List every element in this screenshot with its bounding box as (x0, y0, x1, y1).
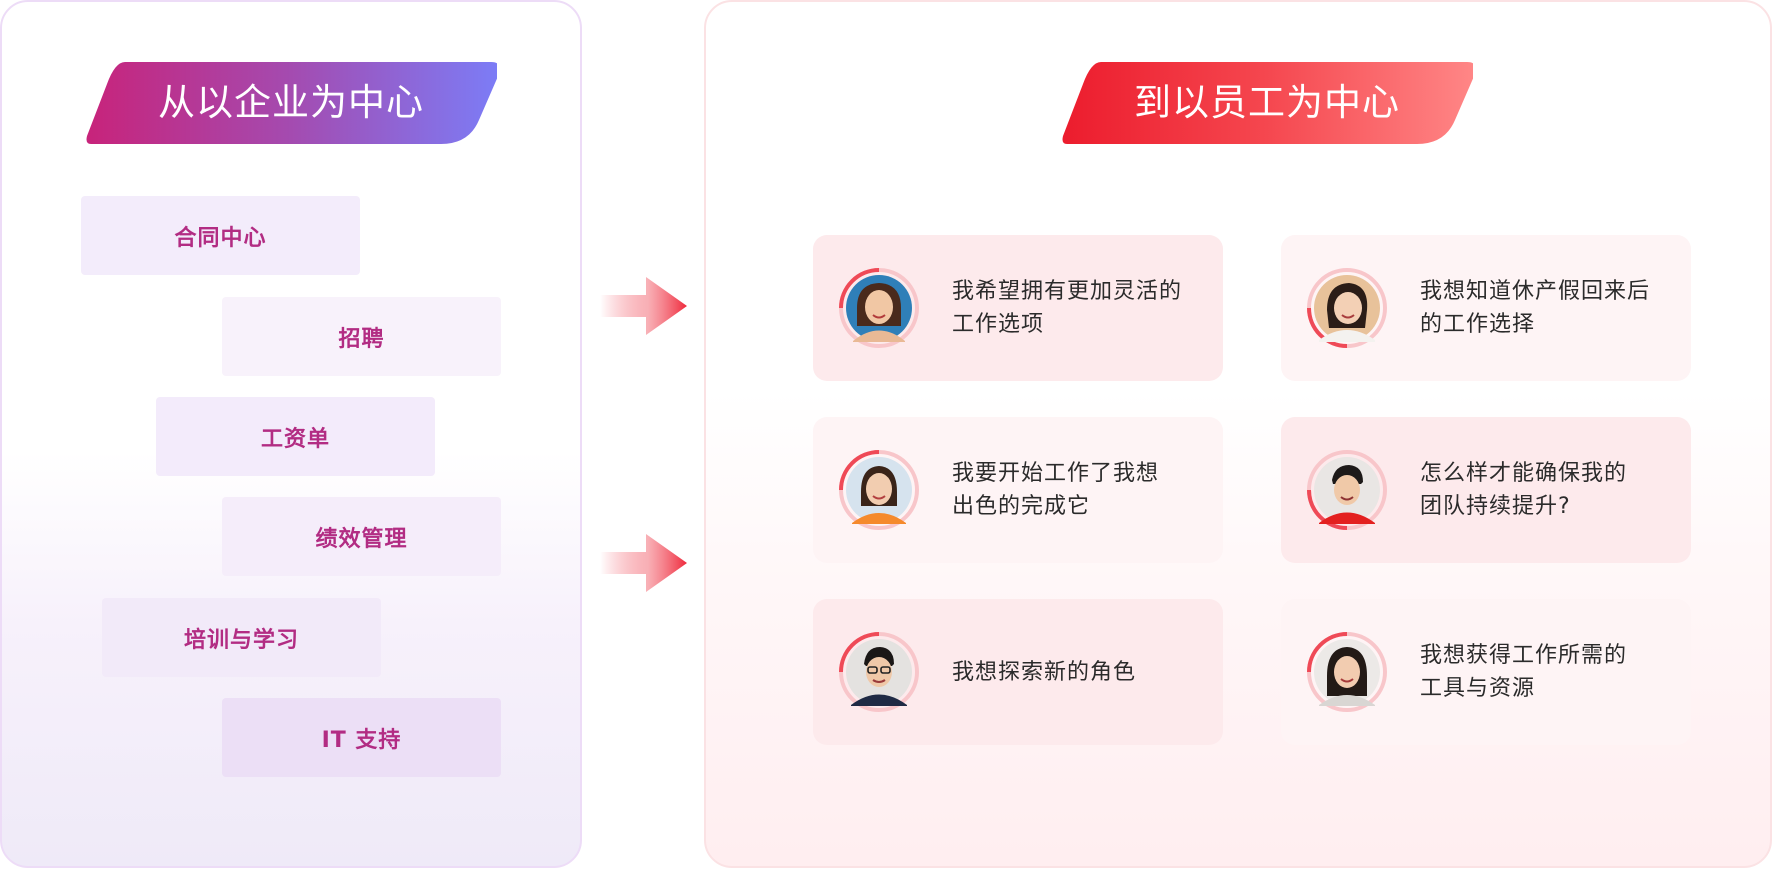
right-arrow-icon (600, 534, 687, 592)
person-avatar-icon (839, 268, 919, 348)
employee-need-text: 我希望拥有更加灵活的 工作选项 (952, 279, 1183, 337)
employee-title-banner (1061, 62, 1473, 144)
person-avatar-icon (839, 450, 919, 530)
function-box-recruitment: 招聘 (222, 297, 501, 376)
person-avatar-icon (839, 632, 919, 712)
employee-need-text: 我想获得工作所需的 工具与资源 (1420, 643, 1628, 701)
function-box-training: 培训与学习 (102, 598, 381, 677)
function-box-it-support: IT 支持 (222, 698, 501, 777)
employee-need-text: 我想探索新的角色 (952, 659, 1137, 685)
person-avatar-icon (1307, 632, 1387, 712)
employee-need-card: 我要开始工作了我想 出色的完成它 (813, 417, 1223, 563)
function-box-performance: 绩效管理 (222, 497, 501, 576)
function-box-contract-center: 合同中心 (81, 196, 360, 275)
function-box-payroll: 工资单 (156, 397, 435, 476)
employee-need-text: 我想知道休产假回来后 的工作选择 (1420, 279, 1651, 337)
right-arrow-icon (600, 277, 687, 335)
employee-need-card: 我想探索新的角色 (813, 599, 1223, 745)
employee-need-card: 我想获得工作所需的 工具与资源 (1281, 599, 1691, 745)
enterprise-title-banner (85, 62, 497, 144)
employee-need-card: 怎么样才能确保我的 团队持续提升? (1281, 417, 1691, 563)
employee-title: 到以员工为中心 (1134, 81, 1400, 124)
employee-need-card: 我想知道休产假回来后 的工作选择 (1281, 235, 1691, 381)
enterprise-title: 从以企业为中心 (158, 81, 424, 124)
person-avatar-icon (1307, 450, 1387, 530)
employee-need-card: 我希望拥有更加灵活的 工作选项 (813, 235, 1223, 381)
employee-need-text: 我要开始工作了我想 出色的完成它 (952, 461, 1160, 519)
employee-need-text: 怎么样才能确保我的 团队持续提升? (1420, 461, 1628, 519)
person-avatar-icon (1307, 268, 1387, 348)
